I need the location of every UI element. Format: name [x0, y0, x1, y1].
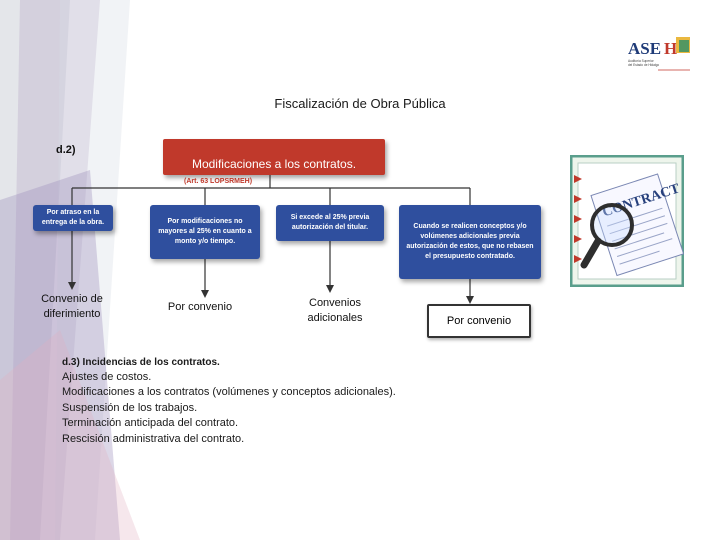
- outcome-3: Convenios adicionales: [307, 297, 363, 324]
- top-box-label: Modificaciones a los contratos.: [191, 157, 357, 171]
- article-reference: (Art. 63 LOPSRMEH): [184, 178, 253, 185]
- outcome-2: Por convenio: [167, 301, 233, 313]
- incidencia-item: Ajustes de costos.: [62, 371, 152, 383]
- section-label: d.2): [56, 144, 76, 156]
- condition-text: Cuando se realicen conceptos y/o volúmen…: [406, 222, 534, 261]
- incidencias-list: d.3) Incidencias de los contratos. Ajust…: [62, 356, 396, 447]
- incidencia-item: Rescisión administrativa del contrato.: [62, 432, 245, 445]
- aseh-logo: ASE H Auditoría Superior del Estado de H…: [628, 34, 692, 74]
- svg-text:Auditoría Superior: Auditoría Superior: [628, 59, 655, 63]
- slide-title: Fiscalización de Obra Pública: [274, 96, 446, 111]
- contract-magnifier-image: CONTRACT: [569, 154, 685, 288]
- incidencia-item: Suspensión de los trabajos.: [62, 401, 198, 414]
- outcome-4: Por convenio: [446, 315, 512, 327]
- svg-text:del Estado de Hidalgo: del Estado de Hidalgo: [628, 63, 659, 67]
- incidencia-item: Modificaciones a los contratos (volúmene…: [62, 386, 396, 399]
- condition-text: Por modificaciones no mayores al 25% en …: [158, 217, 252, 246]
- outcome-4-box: Por convenio: [427, 304, 531, 338]
- svg-text:H: H: [664, 39, 677, 58]
- condition-text: Por atraso en la entrega de la obra.: [41, 208, 105, 226]
- top-box-modificaciones: Modificaciones a los contratos.: [163, 139, 385, 175]
- incidencia-item: Terminación anticipada del contrato.: [62, 417, 239, 430]
- condition-text: Si excede al 25% previa autorización del…: [290, 213, 370, 231]
- left-background-decoration: [0, 0, 160, 540]
- condition-box-3: Si excede al 25% previa autorización del…: [276, 205, 384, 241]
- outcome-1: Convenio de diferimiento: [41, 293, 103, 320]
- incidencias-heading: d.3) Incidencias de los contratos.: [62, 357, 220, 368]
- condition-box-4: Cuando se realicen conceptos y/o volúmen…: [399, 205, 541, 279]
- condition-box-2: Por modificaciones no mayores al 25% en …: [150, 205, 260, 259]
- condition-box-1: Por atraso en la entrega de la obra.: [33, 205, 113, 231]
- svg-text:ASE: ASE: [628, 39, 661, 58]
